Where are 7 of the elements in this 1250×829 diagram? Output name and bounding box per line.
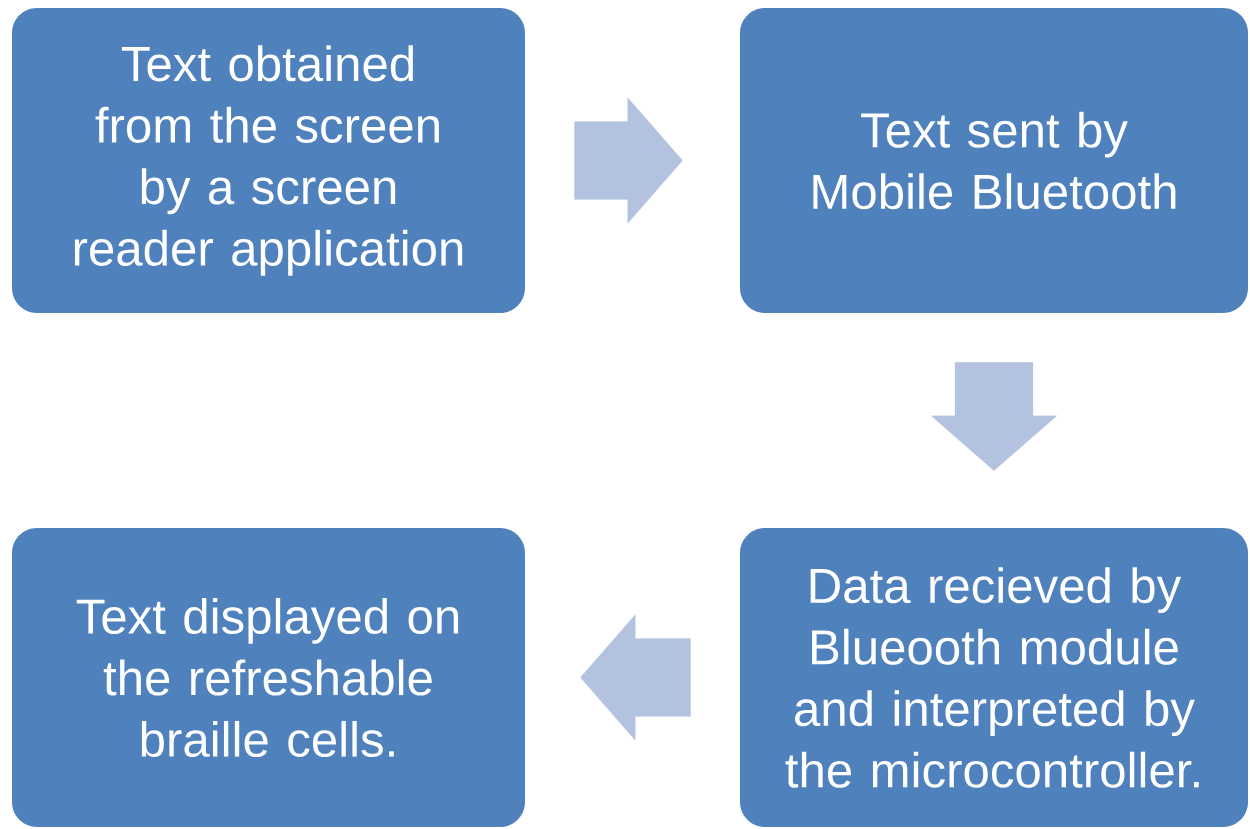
process-box: Text sent by Mobile Bluetooth — [740, 8, 1248, 313]
block-arrow — [930, 362, 1058, 471]
process-box: Data recieved by Blueooth module and interpreted by the microcontroller. — [740, 528, 1248, 827]
block-arrow — [580, 614, 691, 741]
process-box: Text displayed on the refreshable braille cells. — [12, 528, 525, 827]
process-box: Text obtained from the screen by a screen reader application — [12, 8, 525, 313]
block-arrow — [574, 97, 683, 224]
